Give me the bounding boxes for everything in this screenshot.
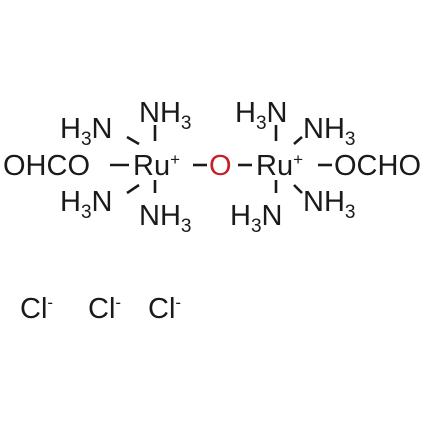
bond-layer [110, 125, 332, 195]
ru-left-symbol: Ru [133, 150, 170, 182]
counterions: Cl- Cl- Cl- [20, 293, 181, 325]
ammine-left-top: NH3 [139, 97, 191, 134]
ru-left-label: Ru+ [133, 150, 180, 182]
formate-right-label: OCHO [334, 150, 421, 182]
ru-left-charge: + [170, 150, 180, 169]
bond-ru-right-nh3-bottomright [293, 184, 303, 194]
bond-ru-left-h3n-bottomleft [126, 183, 140, 195]
ru-right-symbol: Ru [256, 150, 293, 182]
ammine-right-topright: NH3 [303, 113, 355, 150]
bridge-oxygen-label: O [209, 150, 232, 182]
ammines-left: NH3 H3N H3N NH3 [60, 97, 191, 237]
main-chain: OHCO Ru+ O Ru+ OCHO [3, 150, 421, 182]
chloride-1: Cl- [20, 293, 53, 325]
ammine-right-bottomright: NH3 [303, 186, 355, 223]
ammine-left-bottomleft: H3N [60, 186, 112, 223]
ru-right-label: Ru+ [256, 150, 303, 182]
ammines-right: H3N NH3 NH3 H3N [230, 97, 355, 237]
chloride-2: Cl- [88, 293, 121, 325]
ammine-left-topleft: H3N [60, 113, 112, 150]
ammine-right-top: H3N [235, 97, 287, 134]
bond-ru-left-h3n-topleft [126, 135, 140, 146]
formate-left-label: OHCO [3, 150, 90, 182]
ammine-left-bottom: NH3 [139, 200, 191, 237]
bond-ru-right-nh3-topright [293, 136, 303, 145]
ammine-right-bottom: H3N [230, 200, 282, 237]
chloride-3: Cl- [148, 293, 181, 325]
ru-right-charge: + [293, 150, 303, 169]
